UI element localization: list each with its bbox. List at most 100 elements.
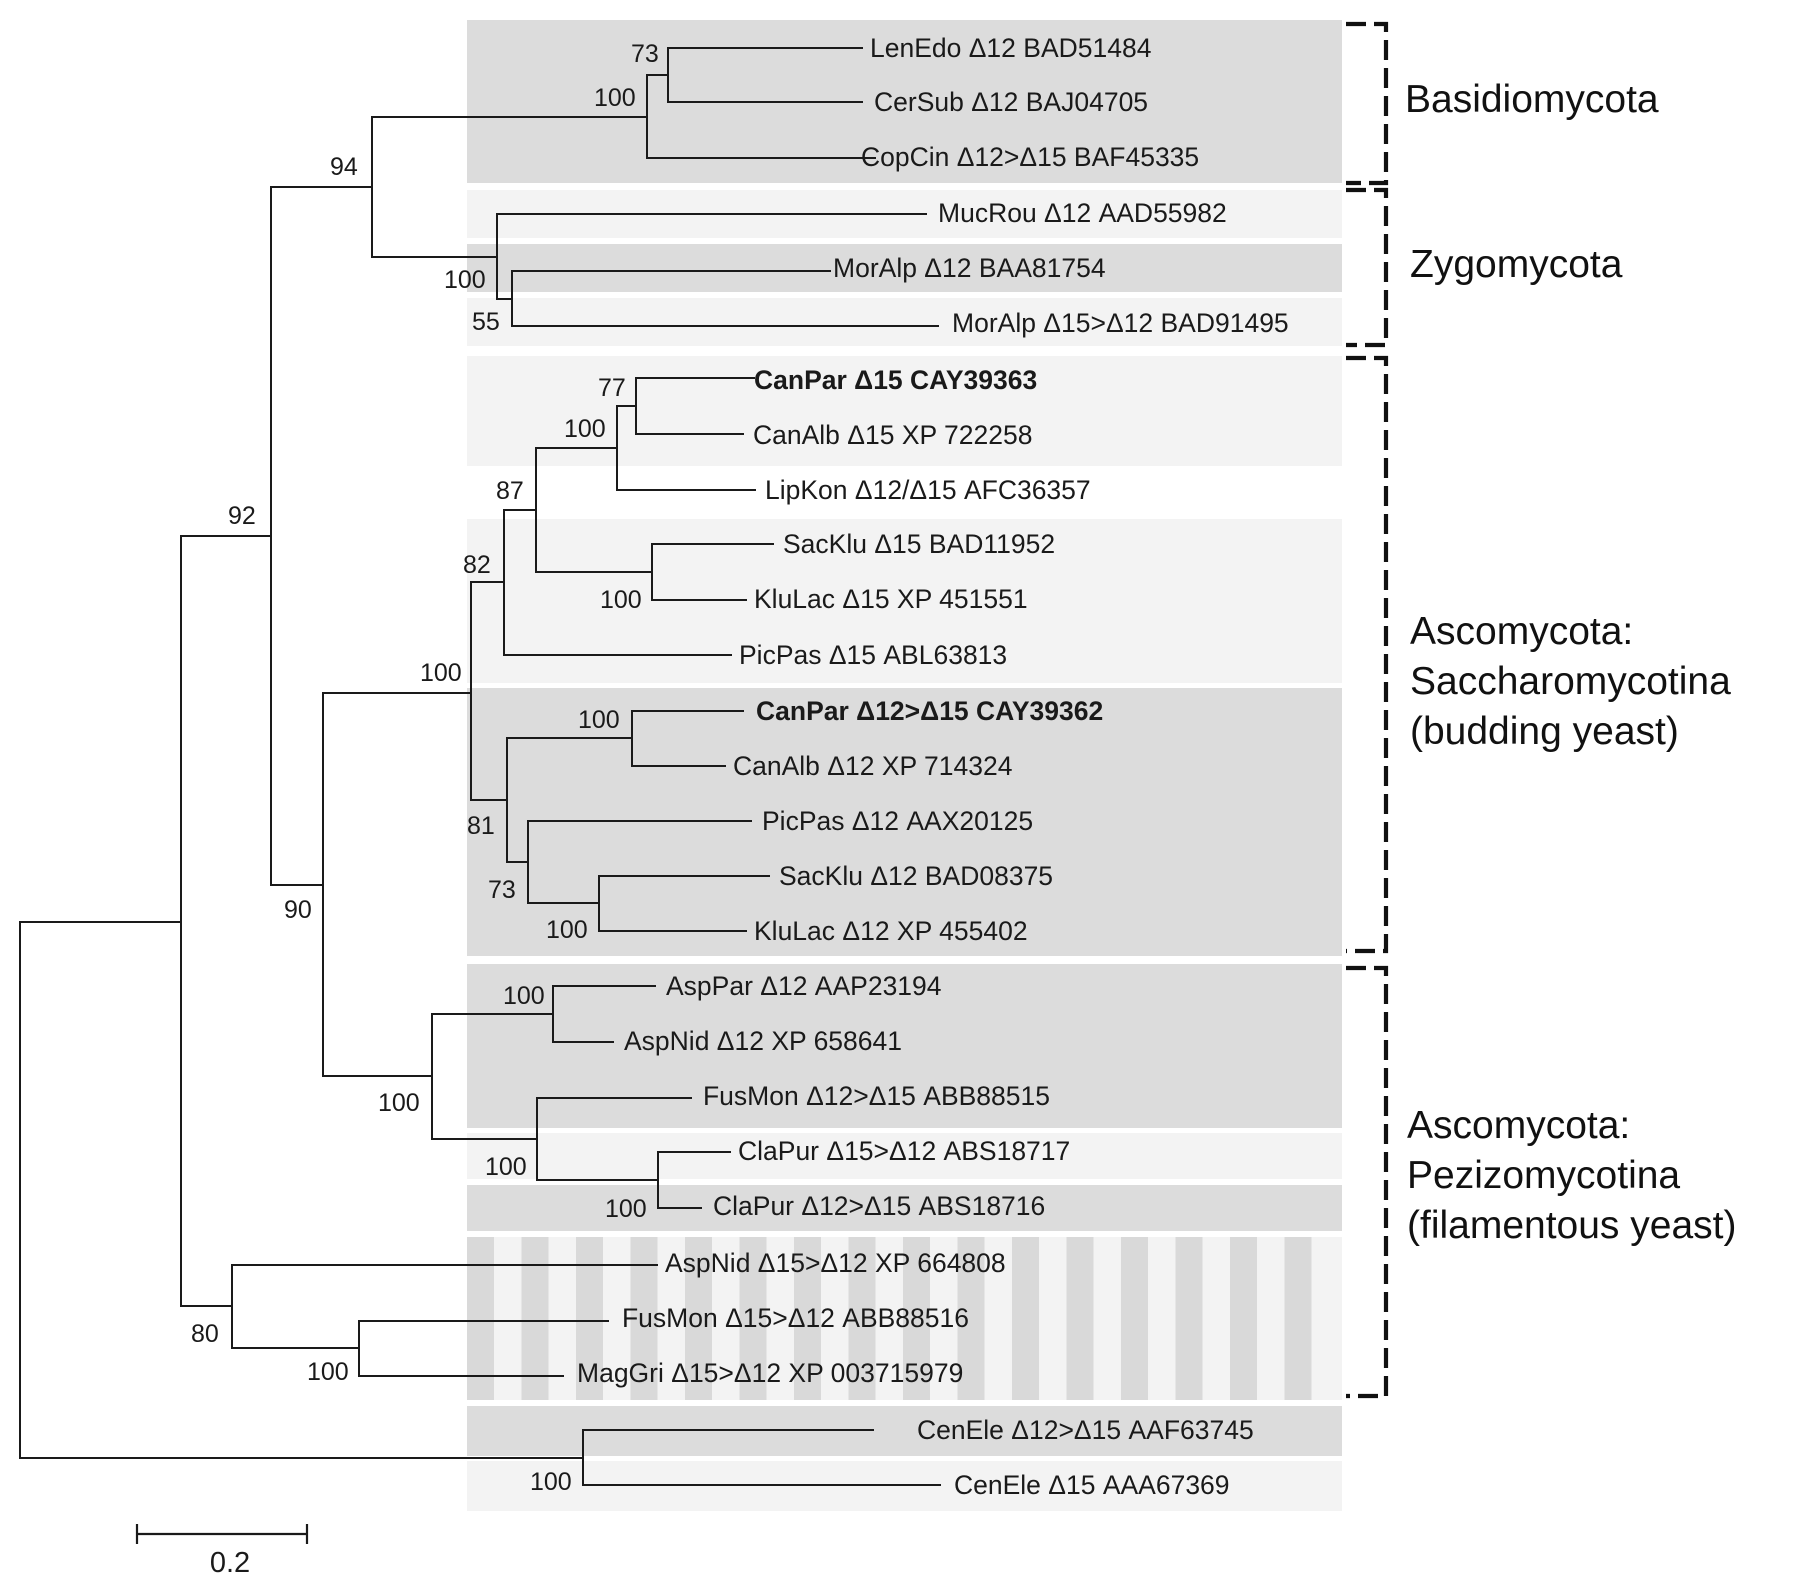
bootstrap-value: 55 bbox=[472, 308, 500, 336]
bootstrap-values: 73 100 94 100 55 77 100 87 100 82 100 100 81 73 100 92 9… bbox=[191, 40, 659, 1496]
taxon-label: PicPas Δ15 ABL63813 bbox=[739, 640, 1007, 670]
bootstrap-value: 100 bbox=[605, 1195, 647, 1223]
bootstrap-value: 100 bbox=[530, 1468, 572, 1496]
bootstrap-value: 100 bbox=[600, 586, 642, 614]
bootstrap-value: 100 bbox=[503, 982, 545, 1010]
group-label-line: Basidiomycota bbox=[1405, 78, 1659, 121]
group-label-line: Ascomycota: bbox=[1407, 1104, 1630, 1147]
bootstrap-value: 100 bbox=[420, 659, 462, 687]
bracket-basidiomycota bbox=[1346, 21, 1389, 186]
group-label: Ascomycota: Saccharomycotina (budding yeas… bbox=[1410, 610, 1731, 753]
taxon-label: LipKon Δ12/Δ15 AFC36357 bbox=[765, 475, 1091, 505]
taxon-label: CanAlb Δ15 XP 722258 bbox=[753, 420, 1032, 450]
bootstrap-value: 87 bbox=[496, 477, 524, 505]
clade-shading-bands bbox=[467, 20, 1342, 1511]
stripe bbox=[1121, 1237, 1148, 1400]
taxon-label: AspPar Δ12 AAP23194 bbox=[666, 971, 942, 1001]
bootstrap-value: 73 bbox=[631, 40, 659, 68]
taxon-label: CanPar Δ15 CAY39363 bbox=[754, 365, 1037, 395]
striped-band-d15-filamentous bbox=[467, 1237, 1312, 1400]
taxon-label: PicPas Δ12 AAX20125 bbox=[762, 806, 1033, 836]
bootstrap-value: 100 bbox=[444, 266, 486, 294]
bracket-zygomycota bbox=[1346, 187, 1389, 348]
stripe bbox=[1012, 1237, 1039, 1400]
taxon-label: AspNid Δ12 XP 658641 bbox=[624, 1026, 902, 1056]
bootstrap-value: 77 bbox=[598, 374, 626, 402]
bracket-saccharomycotina bbox=[1346, 355, 1389, 954]
taxon-label: CanPar Δ12>Δ15 CAY39362 bbox=[756, 696, 1103, 726]
band-zygomycota-mid bbox=[467, 244, 1342, 292]
taxon-label: ClaPur Δ15>Δ12 ABS18717 bbox=[738, 1136, 1070, 1166]
stripe bbox=[1175, 1237, 1203, 1400]
branch-sacch-clade bbox=[470, 581, 508, 801]
group-brackets bbox=[1346, 21, 1389, 1399]
group-label-line: Saccharomycotina bbox=[1410, 660, 1731, 703]
taxon-label: KluLac Δ12 XP 455402 bbox=[754, 916, 1028, 946]
group-label-line: Zygomycota bbox=[1410, 243, 1623, 286]
bootstrap-value: 92 bbox=[228, 502, 256, 530]
taxon-label: CenEle Δ12>Δ15 AAF63745 bbox=[917, 1415, 1254, 1445]
taxon-label: FusMon Δ12>Δ15 ABB88515 bbox=[703, 1081, 1050, 1111]
band-clapur-bottom bbox=[467, 1185, 1342, 1231]
taxon-label: ClaPur Δ12>Δ15 ABS18716 bbox=[713, 1191, 1045, 1221]
stripe bbox=[794, 1237, 821, 1400]
taxon-label: LenEdo Δ12 BAD51484 bbox=[870, 33, 1151, 63]
branch-fungi bbox=[180, 535, 272, 1307]
bootstrap-value: 100 bbox=[378, 1089, 420, 1117]
taxon-label: MorAlp Δ15>Δ12 BAD91495 bbox=[952, 308, 1289, 338]
taxon-label: SacKlu Δ15 BAD11952 bbox=[783, 529, 1055, 559]
stripe bbox=[685, 1237, 712, 1400]
bootstrap-value: 73 bbox=[488, 876, 516, 904]
scale-bar-label: 0.2 bbox=[210, 1547, 250, 1575]
bootstrap-value: 100 bbox=[594, 84, 636, 112]
taxon-label: MorAlp Δ12 BAA81754 bbox=[833, 253, 1106, 283]
bootstrap-value: 82 bbox=[463, 551, 491, 579]
scale-bar: 0.2 bbox=[135, 1524, 309, 1575]
taxon-label: FusMon Δ15>Δ12 ABB88516 bbox=[622, 1303, 969, 1333]
bracket-pezizomycotina bbox=[1346, 965, 1389, 1399]
bootstrap-value: 100 bbox=[578, 706, 620, 734]
taxon-label: SacKlu Δ12 BAD08375 bbox=[779, 861, 1053, 891]
branch-ascomycota bbox=[322, 692, 472, 1077]
bootstrap-value: 94 bbox=[330, 153, 358, 181]
taxon-label: AspNid Δ15>Δ12 XP 664808 bbox=[665, 1248, 1006, 1278]
band-clapur-top bbox=[467, 1133, 1342, 1179]
bootstrap-value: 100 bbox=[564, 415, 606, 443]
bootstrap-value: 100 bbox=[546, 916, 588, 944]
taxon-label: MagGri Δ15>Δ12 XP 003715979 bbox=[577, 1358, 963, 1388]
taxon-label: MucRou Δ12 AAD55982 bbox=[938, 198, 1227, 228]
bootstrap-value: 90 bbox=[284, 896, 312, 924]
stripe bbox=[739, 1237, 767, 1400]
band-aspergillus-fusmon bbox=[467, 964, 1342, 1128]
group-label-line: (filamentous yeast) bbox=[1407, 1204, 1736, 1247]
taxon-label: CerSub Δ12 BAJ04705 bbox=[874, 87, 1148, 117]
group-label: Basidiomycota bbox=[1405, 78, 1659, 121]
group-label-line: Ascomycota: bbox=[1410, 610, 1633, 653]
taxon-label: CopCin Δ12>Δ15 BAF45335 bbox=[861, 142, 1199, 172]
taxon-label: CenEle Δ15 AAA67369 bbox=[954, 1470, 1230, 1500]
bootstrap-value: 80 bbox=[191, 1320, 219, 1348]
stripe bbox=[848, 1237, 876, 1400]
band-basidiomycota bbox=[467, 20, 1342, 183]
tree-branches bbox=[19, 47, 941, 1486]
bootstrap-value: 100 bbox=[485, 1153, 527, 1181]
group-label: Ascomycota: Pezizomycotina (filamentous ye… bbox=[1407, 1104, 1736, 1247]
group-label-line: (budding yeast) bbox=[1410, 710, 1679, 753]
stripe bbox=[957, 1237, 985, 1400]
group-label: Zygomycota bbox=[1410, 243, 1623, 286]
taxon-label: KluLac Δ15 XP 451551 bbox=[754, 584, 1028, 614]
band-zygomycota-bottom bbox=[467, 298, 1342, 346]
bootstrap-value: 81 bbox=[467, 812, 495, 840]
taxon-label: CanAlb Δ12 XP 714324 bbox=[733, 751, 1012, 781]
stripe bbox=[1066, 1237, 1094, 1400]
stripe bbox=[1284, 1237, 1312, 1400]
stripe bbox=[1230, 1237, 1257, 1400]
group-label-line: Pezizomycotina bbox=[1407, 1154, 1680, 1197]
stripe bbox=[903, 1237, 930, 1400]
bootstrap-value: 100 bbox=[307, 1358, 349, 1386]
branch-root bbox=[19, 921, 584, 1459]
branch-fungi-core bbox=[270, 186, 373, 886]
